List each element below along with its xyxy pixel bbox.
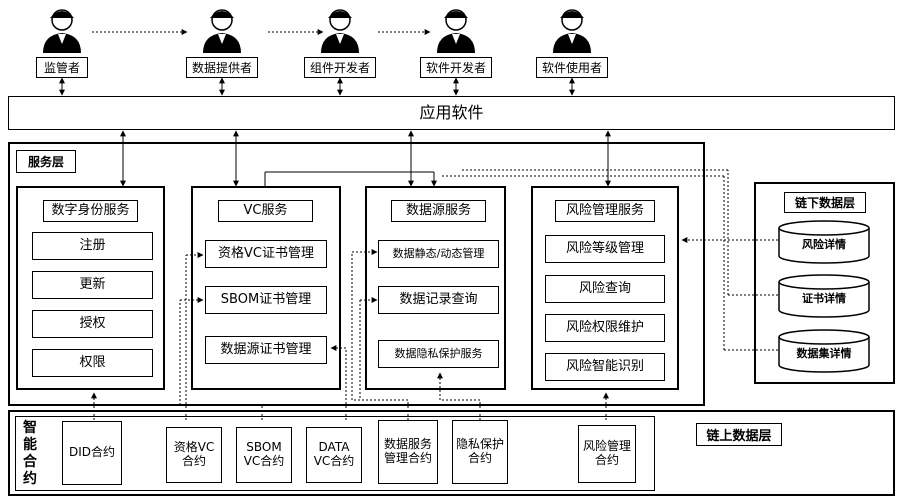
item-risk-intelligent: 风险智能识别 <box>545 353 665 381</box>
offchain-layer <box>754 182 895 384</box>
contract-data-service: 数据服务管理合约 <box>378 420 438 484</box>
contract-risk-management: 风险管理合约 <box>578 425 636 483</box>
cylinder-cert-details-label: 证书详情 <box>802 292 846 305</box>
actor-icon-software-developer <box>434 6 478 54</box>
panel-vc-service <box>191 186 341 390</box>
actor-label-regulator: 监管者 <box>36 57 88 78</box>
actor-label-software-developer: 软件开发者 <box>420 57 492 78</box>
app-software-label: 应用软件 <box>419 102 484 122</box>
panel-risk-management <box>531 186 679 390</box>
item-authorize: 授权 <box>32 310 153 338</box>
panel-datasource-service <box>365 186 506 390</box>
offchain-layer-title: 链下数据层 <box>784 192 866 213</box>
item-data-static-dynamic: 数据静态/动态管理 <box>378 240 499 268</box>
smart-contracts-group <box>15 416 655 491</box>
item-data-record-query: 数据记录查询 <box>378 286 499 314</box>
panel-datasource-title: 数据源服务 <box>391 200 486 222</box>
panel-vc-service-title: VC服务 <box>218 200 313 222</box>
item-sbom-cert: SBOM证书管理 <box>205 286 327 314</box>
actor-icon-software-user <box>550 6 594 54</box>
actor-icon-regulator <box>40 6 84 54</box>
actor-icon-component-developer <box>318 6 362 54</box>
item-permission: 权限 <box>32 349 153 377</box>
contract-did: DID合约 <box>62 421 122 485</box>
app-software-layer: 应用软件 <box>8 96 895 130</box>
item-data-privacy: 数据隐私保护服务 <box>378 340 499 368</box>
panel-digital-identity <box>16 186 165 390</box>
onchain-layer <box>8 410 895 496</box>
item-risk-level: 风险等级管理 <box>545 235 665 263</box>
actor-icon-data-provider <box>200 6 244 54</box>
service-layer-title: 服务层 <box>16 150 76 173</box>
actor-label-software-user: 软件使用者 <box>536 57 608 78</box>
cylinder-dataset-details-label: 数据集详情 <box>796 347 852 360</box>
actor-label-data-provider: 数据提供者 <box>186 57 258 78</box>
cylinder-risk-details-label: 风险详情 <box>802 238 846 251</box>
item-risk-permission: 风险权限维护 <box>545 314 665 342</box>
onchain-layer-title: 链上数据层 <box>696 423 782 446</box>
item-risk-query: 风险查询 <box>545 275 665 303</box>
cylinder-risk-details: 风险详情 <box>778 220 870 264</box>
actor-label-component-developer: 组件开发者 <box>304 57 376 78</box>
item-update: 更新 <box>32 271 153 299</box>
contract-privacy: 隐私保护合约 <box>452 420 508 484</box>
cylinder-cert-details: 证书详情 <box>778 274 870 318</box>
service-layer <box>8 142 705 406</box>
item-register: 注册 <box>32 232 153 260</box>
item-datasource-cert: 数据源证书管理 <box>205 336 327 364</box>
panel-risk-title: 风险管理服务 <box>555 200 655 222</box>
item-qualification-vc: 资格VC证书管理 <box>205 240 327 268</box>
cylinder-dataset-details: 数据集详情 <box>778 329 870 373</box>
panel-digital-identity-title: 数字身份服务 <box>43 200 138 222</box>
smart-contracts-label: 智 能 合 约 <box>23 420 37 487</box>
